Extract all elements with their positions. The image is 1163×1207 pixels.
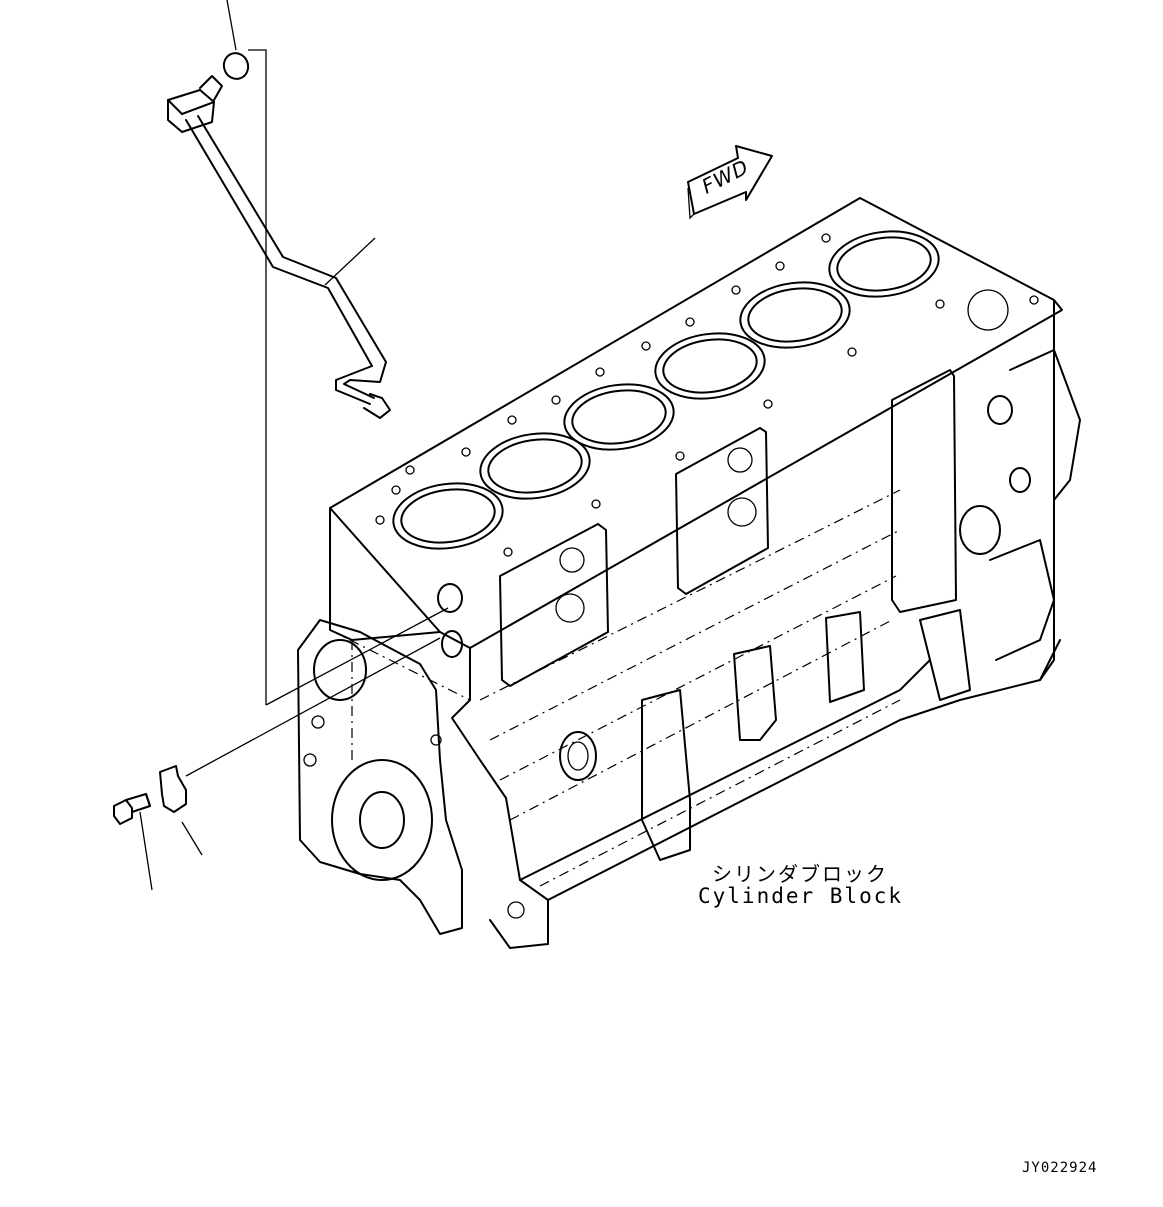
- cylinder-block: [297, 197, 1081, 949]
- o-ring: [222, 52, 250, 80]
- fwd-arrow: [687, 145, 773, 215]
- clamp-bracket: [159, 765, 187, 813]
- oil-tube: [167, 75, 391, 419]
- cylinder-bores: [392, 230, 940, 550]
- part-name-japanese: シリンダブロック: [712, 862, 888, 886]
- deck-holes: [375, 233, 1039, 557]
- figure-id: JY022924: [1022, 1160, 1098, 1176]
- bolt: [113, 793, 151, 825]
- leader-lines: [139, 0, 449, 891]
- part-name-english: Cylinder Block: [698, 884, 904, 908]
